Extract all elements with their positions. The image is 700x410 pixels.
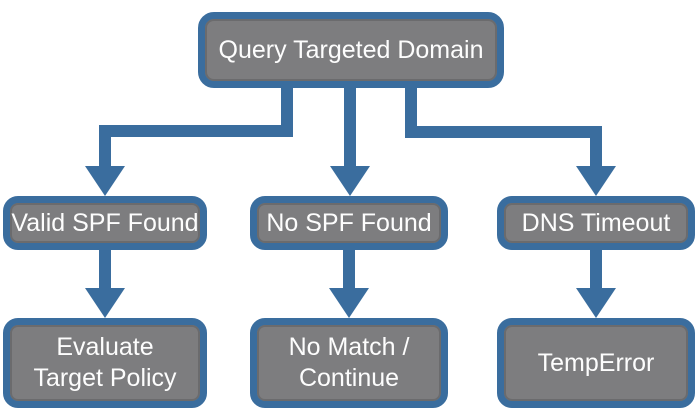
arrowhead-down-icon bbox=[330, 166, 370, 196]
connector-middle-vertical bbox=[344, 85, 356, 170]
arrowhead-down-icon bbox=[85, 288, 125, 318]
connector-left-vertical-drop bbox=[99, 125, 111, 170]
node-query-targeted-domain: Query Targeted Domain bbox=[198, 12, 504, 88]
arrowhead-down-icon bbox=[329, 288, 369, 318]
node-no-match-continue: No Match / Continue bbox=[250, 318, 448, 408]
connector-valid-spf-to-outcome bbox=[99, 248, 111, 292]
connector-dns-timeout-to-outcome bbox=[590, 248, 602, 292]
node-dns-timeout: DNS Timeout bbox=[497, 196, 695, 250]
arrowhead-down-icon bbox=[576, 288, 616, 318]
node-valid-spf-found: Valid SPF Found bbox=[3, 196, 207, 250]
node-evaluate-target-policy: Evaluate Target Policy bbox=[3, 318, 207, 408]
connector-right-vertical-drop bbox=[590, 126, 602, 170]
connector-right-horizontal bbox=[405, 126, 602, 138]
node-temperror: TempError bbox=[497, 318, 695, 408]
arrowhead-down-icon bbox=[576, 166, 616, 196]
arrowhead-down-icon bbox=[85, 166, 125, 196]
connector-left-horizontal bbox=[99, 125, 293, 137]
node-no-spf-found: No SPF Found bbox=[250, 196, 448, 250]
connector-left-vertical-stub bbox=[281, 85, 293, 131]
connector-no-spf-to-outcome bbox=[343, 248, 355, 292]
connector-right-vertical-stub bbox=[405, 85, 417, 138]
